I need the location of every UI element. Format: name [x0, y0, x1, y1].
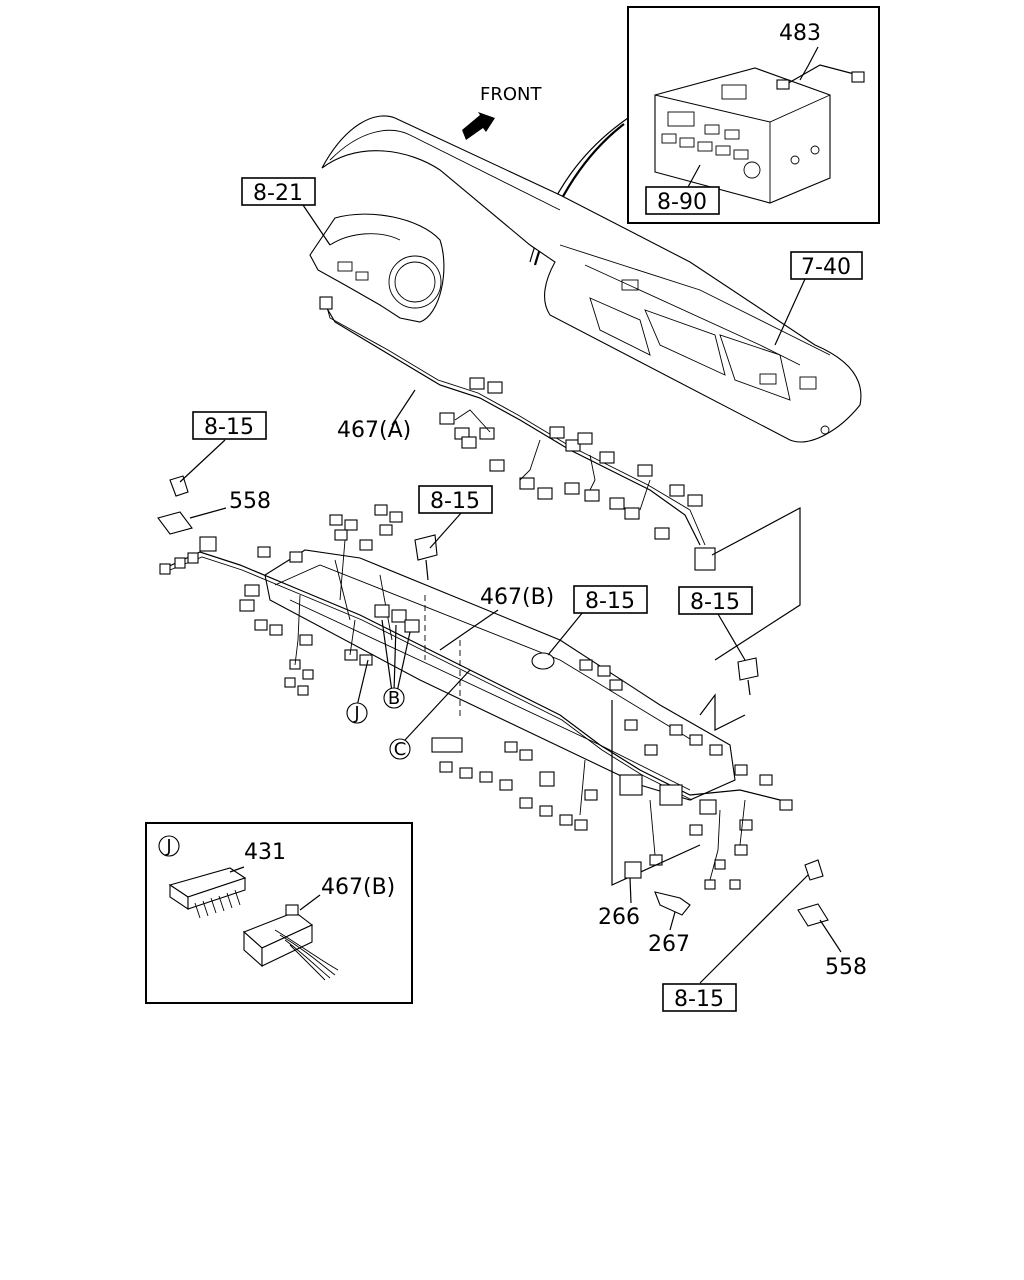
front-label: FRONT	[480, 84, 542, 105]
bolt-center	[414, 534, 438, 581]
part-483: 483	[779, 21, 821, 46]
part-558-right: 558	[825, 955, 867, 980]
harness-467b	[159, 504, 793, 890]
callout-b-circle	[383, 687, 405, 709]
ref-box-7-40	[790, 251, 863, 280]
connector-558-left	[157, 511, 193, 535]
ref-box-8-15-left	[192, 411, 267, 440]
connector-558-right	[797, 903, 829, 927]
bolt-right	[737, 657, 759, 696]
callout-c-circle	[389, 738, 411, 760]
part-467b-inset: 467(B)	[321, 875, 395, 900]
connector-inset-j: J 431 467(B)	[145, 822, 413, 1004]
ref-8-15-right-text: 8-15	[690, 590, 740, 615]
bolt-267	[654, 891, 691, 916]
radio-inset	[627, 6, 880, 224]
front-arrow	[462, 112, 495, 140]
part-267: 267	[648, 932, 690, 957]
part-467a: 467(A)	[337, 418, 411, 443]
bolt-mid-right	[531, 652, 555, 670]
ref-8-21-text: 8-21	[253, 181, 303, 206]
ref-box-8-15-bottom	[662, 983, 737, 1012]
ref-8-15-mid-text: 8-15	[585, 589, 635, 614]
clip-right	[804, 859, 824, 881]
part-558-left: 558	[229, 489, 271, 514]
ref-box-8-21	[241, 177, 316, 206]
ref-box-8-15-mid	[573, 585, 648, 614]
ref-8-15-bottom-text: 8-15	[674, 987, 724, 1012]
dash-panel	[321, 115, 862, 443]
callout-j-text: J	[353, 703, 359, 724]
inset-j-text: J	[165, 836, 171, 857]
ref-box-8-90	[645, 186, 720, 215]
ref-box-8-15-right	[678, 586, 753, 615]
ref-8-15-bolt-text: 8-15	[430, 489, 480, 514]
part-431: 431	[244, 840, 286, 865]
ref-8-15-left-text: 8-15	[204, 415, 254, 440]
ref-8-90-text: 8-90	[657, 190, 707, 215]
callout-c-text: C	[394, 739, 407, 760]
callout-j-circle	[346, 702, 368, 724]
clip-left	[169, 475, 189, 497]
ref-7-40-text: 7-40	[801, 255, 851, 280]
ref-box-8-15-bolt	[418, 485, 493, 514]
part-467b: 467(B)	[480, 585, 554, 610]
harness-467a	[319, 296, 716, 571]
instrument-cluster-housing	[309, 213, 445, 323]
callout-b-text: B	[388, 688, 400, 709]
connector-266	[624, 861, 642, 879]
part-266: 266	[598, 905, 640, 930]
